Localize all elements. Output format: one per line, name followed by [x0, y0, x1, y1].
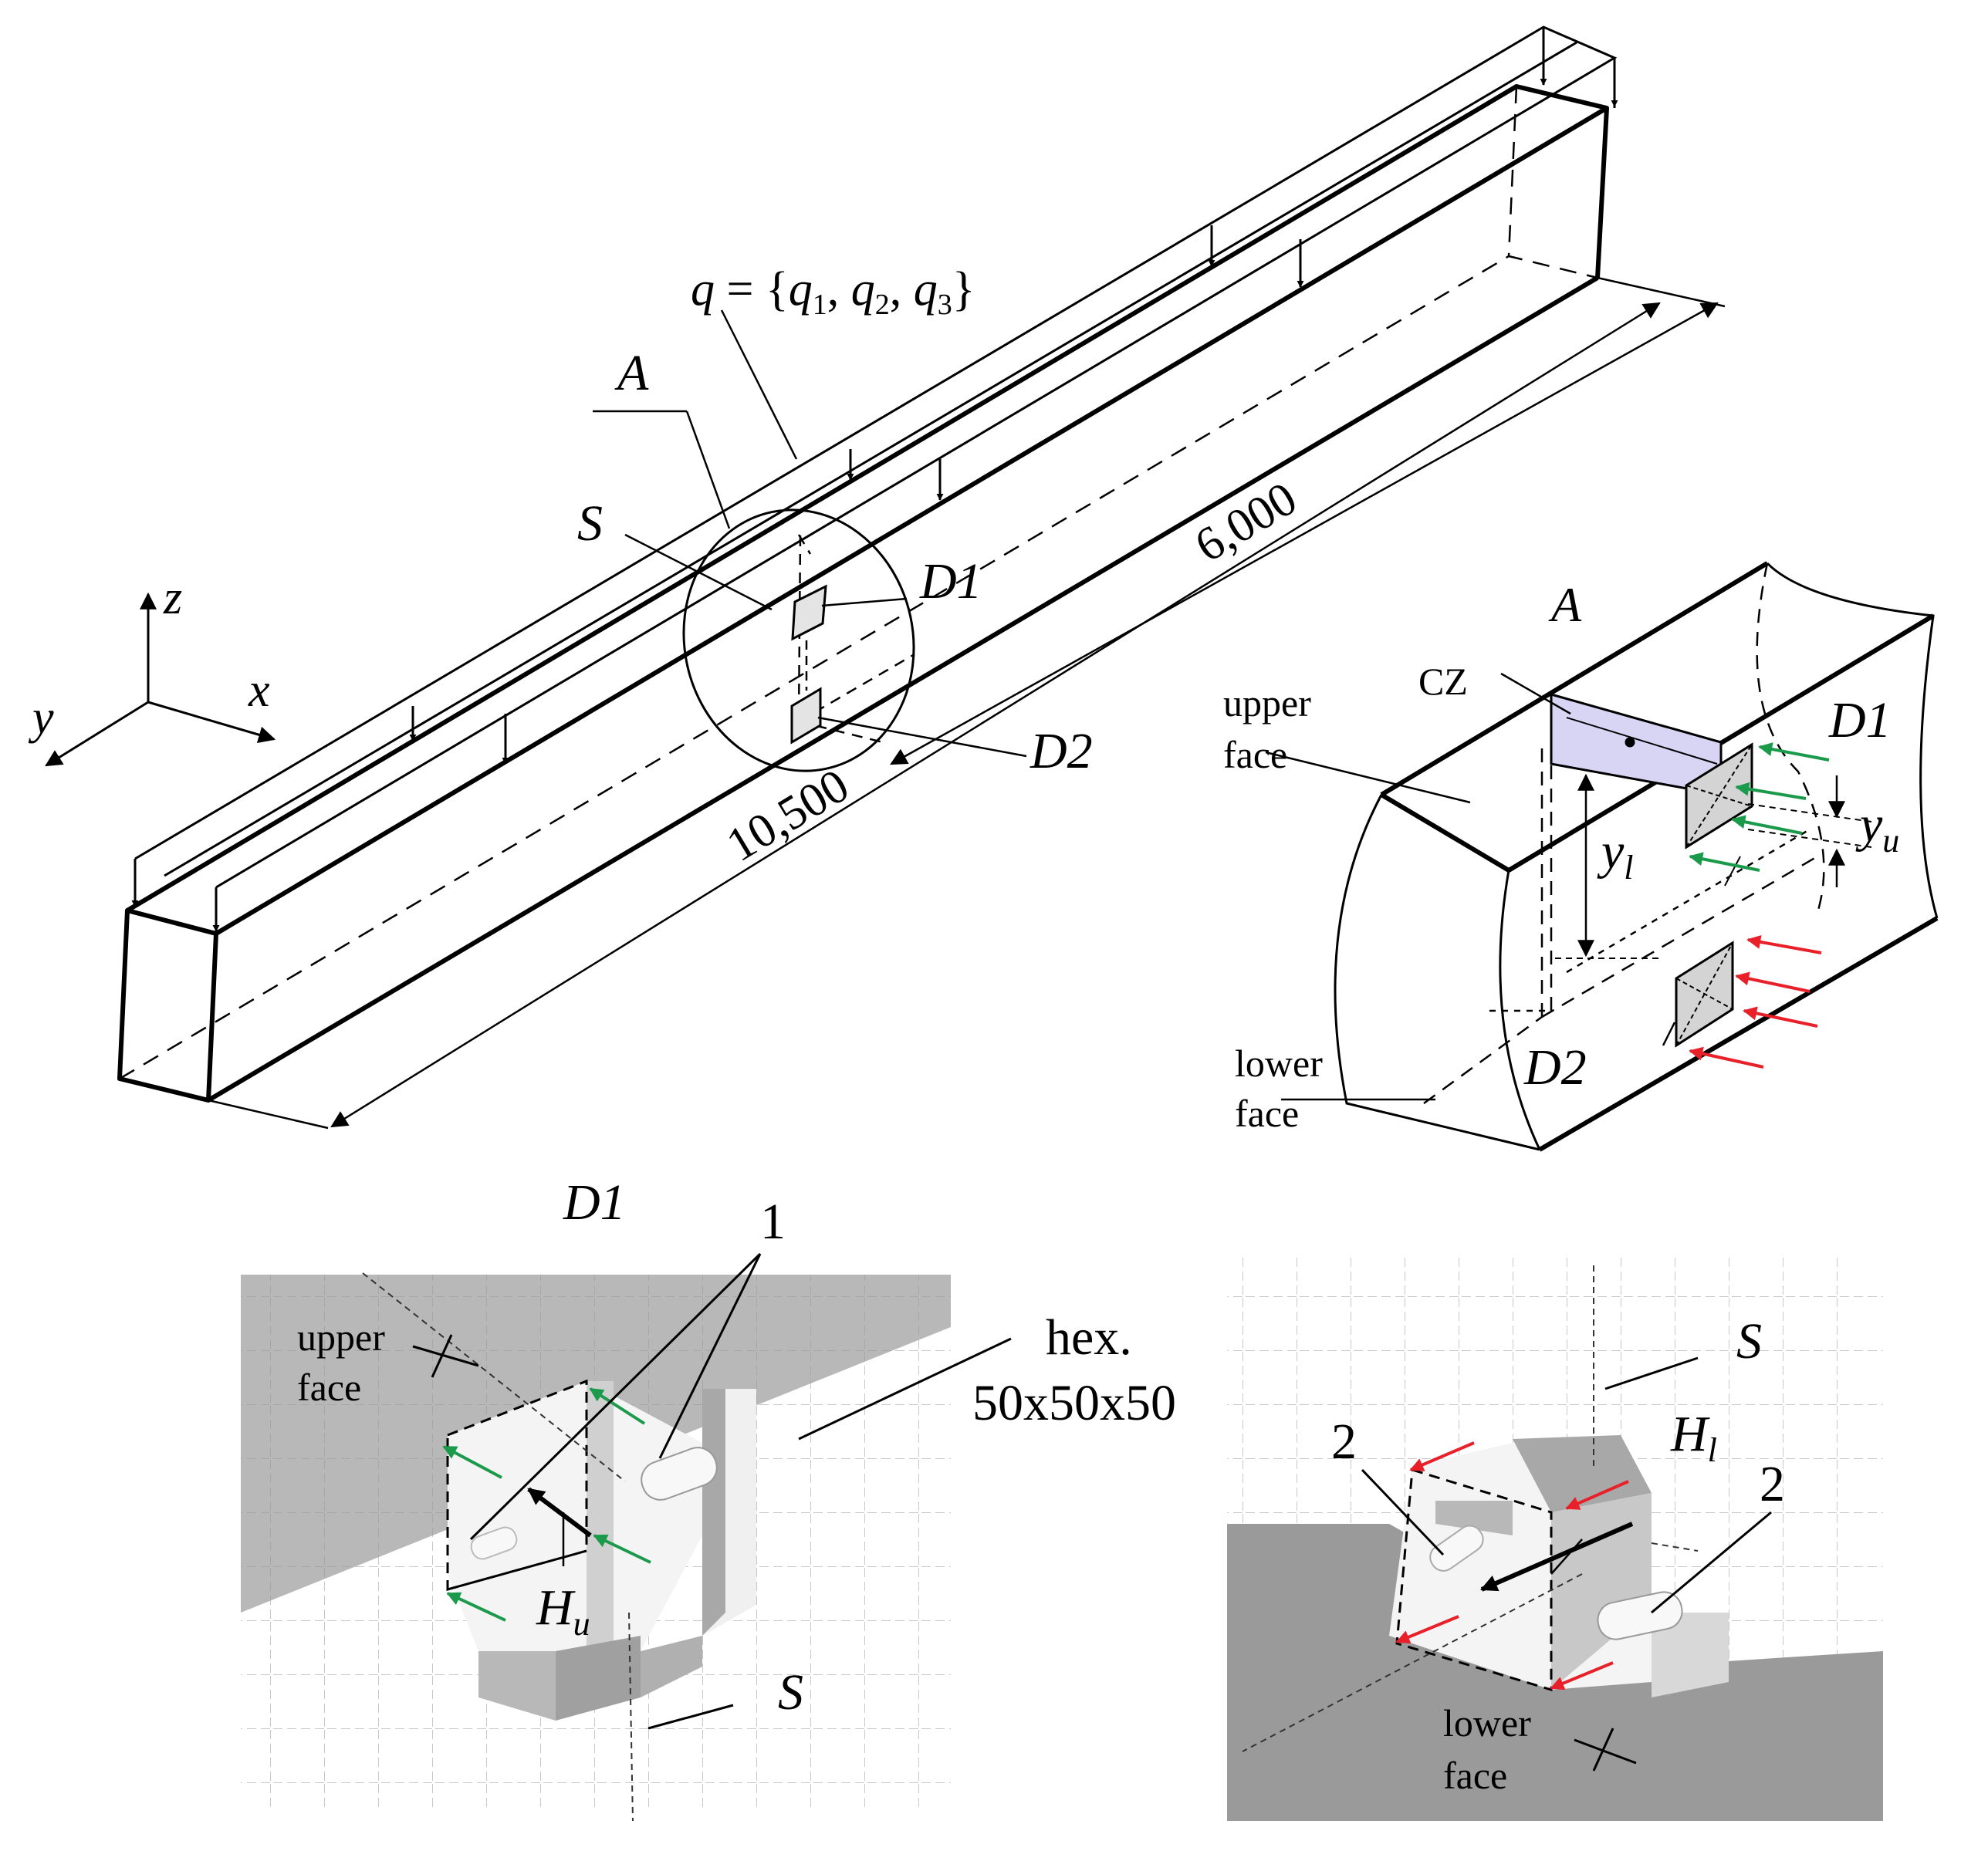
y-l-label: yl: [1597, 823, 1634, 887]
upper-face-label-D1-2: face: [297, 1366, 361, 1409]
dimension-length-label: 10,500: [718, 759, 857, 872]
callout-2-left: 2: [1331, 1414, 1357, 1470]
lower-face-label-D2-2: face: [1443, 1754, 1507, 1797]
hex-size-label: 50x50x50: [972, 1375, 1176, 1431]
detail-A-title: A: [1548, 577, 1582, 632]
label-S-D2: S: [1736, 1313, 1762, 1370]
detail-D2: [1227, 1258, 1883, 1821]
H-l-label: Hl: [1670, 1406, 1717, 1469]
axis-x-label: x: [248, 664, 270, 717]
detail-D2-labels: S Hl 2 2 lower face: [1331, 1313, 1785, 1797]
hex-label: hex.: [1046, 1309, 1132, 1366]
label-S-D1: S: [778, 1664, 803, 1721]
green-force-arrows-A: [1689, 742, 1830, 872]
H-u-label: Hu: [536, 1579, 590, 1643]
axis-z-label: z: [163, 572, 182, 624]
patch-D1: [791, 584, 827, 641]
cz-label: CZ: [1418, 660, 1468, 703]
detail-D1: [241, 1252, 1012, 1822]
detail-A: [1265, 561, 1939, 1152]
patch-D2: [790, 687, 822, 745]
lower-face-label-A-2: face: [1235, 1092, 1299, 1135]
upper-face-label-D1: upper: [297, 1316, 385, 1359]
label-D2-main: D2: [1030, 723, 1093, 779]
label-D2-detail: D2: [1523, 1039, 1587, 1096]
detail-A-labels: A CZ upper face lower face D1 D2 yl yu: [1223, 577, 1899, 1135]
axis-y-label: y: [28, 691, 54, 744]
green-force-arrows-D1: [442, 1387, 651, 1622]
dim-line-width: [890, 302, 1719, 765]
detail-D1-labels: D1 1 upper face hex. 50x50x50 Hu S: [297, 1174, 1176, 1721]
label-D1-detail: D1: [1828, 692, 1892, 748]
lower-face-label-D2: lower: [1443, 1701, 1531, 1745]
label-S-main: S: [577, 495, 603, 552]
beam-hidden-edges: [119, 86, 1598, 1080]
beam-outline: [117, 84, 1609, 1103]
main-beam: [45, 25, 1726, 1130]
coordinate-axes: [45, 592, 276, 767]
dimension-lines: [208, 276, 1726, 1130]
load-label: q = {q1, q2, q3}: [691, 263, 975, 321]
detail-circle-A: [682, 508, 915, 772]
y-u-label: yu: [1855, 796, 1899, 860]
upper-face-label-A-2: face: [1223, 733, 1287, 776]
callout-1: 1: [760, 1194, 786, 1250]
label-D1-main: D1: [919, 553, 982, 610]
detail-D1-title: D1: [563, 1174, 626, 1231]
red-force-arrows-A: [1689, 934, 1822, 1069]
upper-face-label-A: upper: [1223, 681, 1311, 725]
red-force-arrows-D2: [1395, 1441, 1629, 1691]
label-A-main: A: [614, 345, 649, 401]
load-arrows: [131, 27, 1618, 932]
callout-2-right: 2: [1760, 1456, 1785, 1512]
lower-face-label-A: lower: [1235, 1042, 1323, 1085]
dim-line-length: [330, 302, 1661, 1128]
